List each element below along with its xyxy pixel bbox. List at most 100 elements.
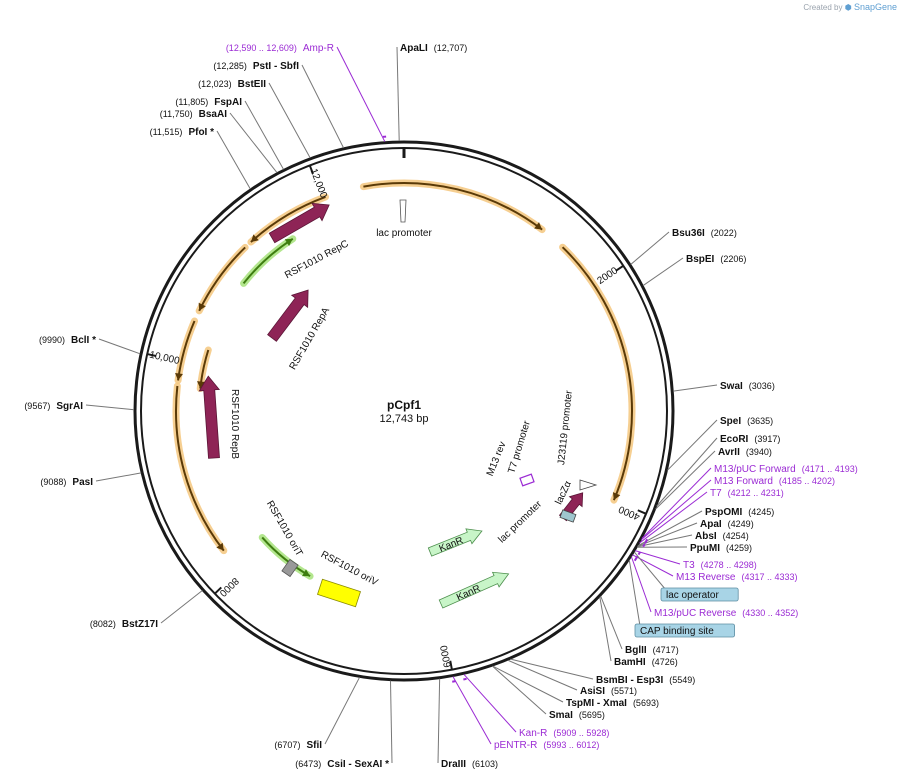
primer-label: M13 Reverse(4317 .. 4333) [676,572,798,583]
orf-arrowhead [534,222,543,230]
site-coord: (3940) [746,447,772,457]
tick-label: 8000 [217,575,241,599]
site-coord: (3036) [749,381,775,391]
primer-label: pENTR-R(5993 .. 6012) [494,740,599,751]
orf-arrowhead [612,492,621,501]
site-leader-line [324,677,360,745]
primer-coord: (4317 .. 4333) [741,572,797,582]
site-leader-line [229,112,278,174]
site-name: ApaLI [400,43,428,54]
oriT-block [281,558,299,578]
lac-operator-mark [559,509,577,523]
orf-arrowhead [216,542,224,551]
primer-mark [637,551,642,556]
site-name: BsmBI - Esp3I [596,675,663,686]
site-label: FspAI(11,805) [175,97,242,108]
site-label: PfoI *(11,515) [150,127,215,138]
site-leader-line [396,46,400,142]
orf-arc-halo [174,317,199,384]
site-label: PspOMI (4245) [705,507,774,518]
site-name: BstEII [238,79,267,90]
primer-coord: (12,590 .. 12,609) [226,43,297,53]
boxed-leader-line [633,551,667,591]
feature-arrow-shape [268,202,330,244]
primer-name: pENTR-R [494,740,537,751]
primer-label: M13/pUC Reverse(4330 .. 4352) [654,608,798,619]
tick-label: 12,000 [308,167,329,200]
site-label: CsiI - SexAI *(6473) [295,759,389,770]
primer-mark [642,543,646,548]
orf-arc-halo [359,179,546,234]
site-coord: (9990) [39,335,65,345]
site-label: AsiSI(5571) [580,686,637,697]
primer-coord: (4171 .. 4193) [802,464,858,474]
site-leader-line [98,338,141,355]
site-label: SgrAI(9567) [24,401,83,412]
site-name: Bsu36I [672,228,705,239]
credit-prefix: Created by [803,3,843,12]
site-coord: (9567) [24,401,50,411]
site-name: SwaI [720,381,743,392]
feature-arrow: KanR [427,528,483,557]
orf-arc-halo [559,243,636,504]
primer-name: T3 [683,560,695,571]
j23119-mark [579,479,598,491]
site-name: AbsI [695,531,717,542]
feature-box [660,587,739,602]
primer-leader-line [641,467,712,539]
feature-arrow [267,289,309,342]
primer-leader-line [634,550,681,565]
site-coord: (4726) [652,657,678,667]
boxed-leader-line [628,559,641,627]
site-name: TspMI - XmaI [566,698,627,709]
site-coord: (2206) [720,254,746,264]
site-label: SwaI (3036) [720,381,775,392]
site-leader-line [507,659,578,691]
snapgene-logo-icon: ⬢ [844,3,852,12]
site-name: BclI * [71,335,96,346]
site-leader-line [656,437,718,507]
site-coord: (12,023) [198,79,232,89]
site-name: FspAI [214,97,242,108]
site-label: PpuMI(4259) [690,543,752,554]
tick-label: 10,000 [148,350,181,367]
site-label: AbsI(4254) [695,531,749,542]
feature-arrow: KanR [438,571,510,609]
site-name: BstZ17I [122,619,158,630]
site-leader-line [667,419,718,471]
primer-leader-line [452,676,492,745]
site-label: ApaLI (12,707) [400,43,467,54]
site-leader-line [301,64,344,149]
site-coord: (6707) [274,740,300,750]
site-label: ApaI(4249) [700,519,754,530]
site-coord: (5549) [669,675,695,685]
site-label: SfiI(6707) [274,740,322,751]
primer-name: T7 [710,488,722,499]
primer-mark [644,540,648,544]
primer-leader-line [632,554,674,577]
site-coord: (9088) [40,477,66,487]
feature-arrow-shape [267,289,309,342]
feature-name: RSF1010 RepC [283,238,350,281]
site-name: CsiI - SexAI * [327,759,389,770]
site-coord: (4245) [748,507,774,517]
site-coord: (12,707) [434,43,468,53]
site-name: PasI [72,477,93,488]
feature-label: lac promoter [376,228,432,239]
site-leader-line [492,665,564,703]
site-leader-line [244,100,284,170]
tick-mark [147,353,157,357]
site-coord: (11,515) [150,127,183,137]
site-name: AvrII [718,447,740,458]
site-coord: (11,750) [160,109,193,119]
primer-leader-line [641,479,712,541]
site-leader-line [600,595,623,650]
feature-label: lac promoter [496,498,544,545]
site-label: BspEI(2206) [686,254,746,265]
site-label: AvrII (3940) [718,447,772,458]
site-coord: (12,285) [213,61,247,71]
site-name: PspOMI [705,507,742,518]
site-name: PpuMI [690,543,720,554]
site-label: BsaAI(11,750) [160,109,227,120]
site-label: SmaI(5695) [549,710,605,721]
